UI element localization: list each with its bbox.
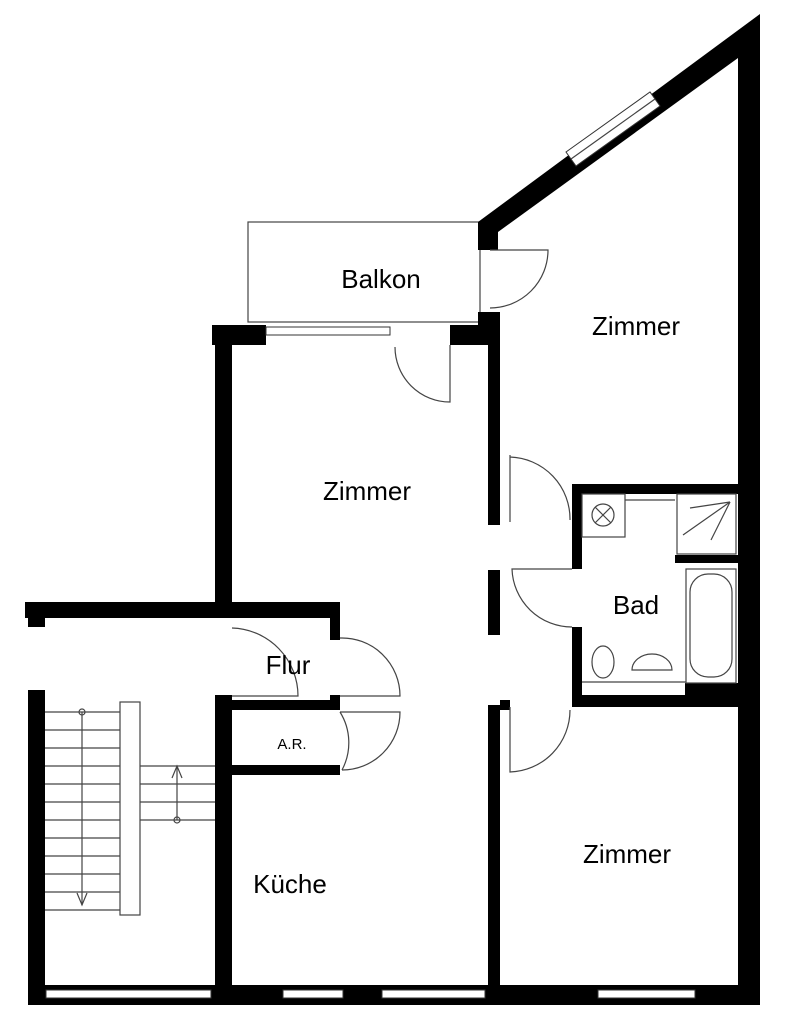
wall [488,570,500,635]
wall [232,700,340,710]
window-line [570,98,656,160]
window-balcony [265,326,391,336]
doors [231,249,573,773]
window [597,989,696,999]
stairs [45,701,215,916]
room-label-abstellraum: A.R. [277,736,306,753]
room-label-bad: Bad [613,590,659,620]
wall [572,627,582,705]
wall [330,602,340,640]
wall [500,700,510,710]
wall [488,340,500,525]
window [45,989,212,999]
wall [572,484,582,569]
wall [488,705,500,990]
bathtub-icon [685,568,737,684]
shower-icon [676,493,737,555]
wall [685,683,740,697]
room-label-zimmer-top-right: Zimmer [592,311,680,341]
window [282,989,344,999]
balcony-outline [247,221,481,323]
sink-icon [631,653,673,671]
wall [478,312,500,345]
wall [232,765,340,775]
wall [215,325,232,615]
room-label-flur: Flur [266,650,311,680]
wall [25,602,340,618]
bathroom-fixtures [581,493,737,684]
wall [28,602,45,627]
wall [572,484,740,494]
wall [675,555,738,563]
room-label-zimmer-bottom-right: Zimmer [583,839,671,869]
washing-machine-icon [581,493,626,538]
room-label-zimmer-middle: Zimmer [323,476,411,506]
window [381,989,486,999]
wall [572,695,740,707]
wall [330,695,340,710]
room-label-balkon: Balkon [341,264,421,294]
toilet-icon [591,645,615,679]
wall-stairwell-left [28,690,45,1005]
room-label-kueche: Küche [253,869,327,899]
wall [215,695,232,1005]
